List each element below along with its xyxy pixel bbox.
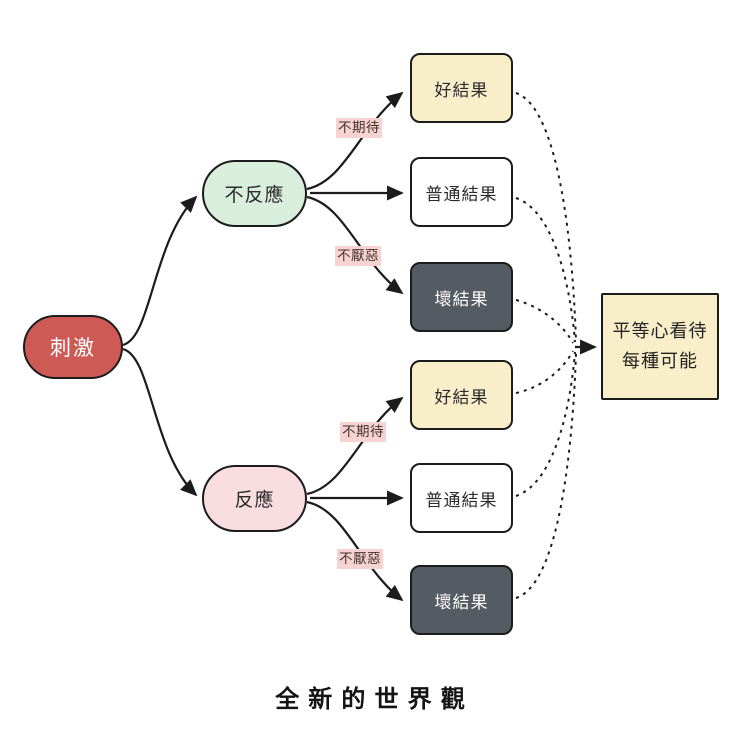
dashed-edge-good-top-to-conclusion [515,92,577,342]
node-normal-result-bottom: 普通結果 [410,463,513,533]
diagram-title: 全新的世界觀 [275,686,474,713]
node-good-result-top: 好結果 [410,53,513,123]
edge-no-reaction-to-good [306,91,404,191]
node-stimulus-label: 刺激 [50,337,96,360]
node-good-result-bottom: 好結果 [410,360,513,430]
node-normal-result-bottom-label: 普通結果 [425,490,498,510]
node-normal-result-top: 普通結果 [410,157,513,227]
node-conclusion: 平等心看待 每種可能 [601,293,719,400]
node-no-reaction-label: 不反應 [224,185,285,206]
edge-label-no-aversion-bottom: 不厭惡 [337,549,383,569]
node-bad-result-top-label: 壞結果 [434,289,489,309]
node-normal-result-top-label: 普通結果 [425,184,498,204]
edge-reaction-to-good [306,396,404,496]
node-bad-result-bottom-label: 壞結果 [434,592,489,612]
dashed-edge-bad-top-to-conclusion [515,299,574,344]
node-conclusion-line1: 平等心看待 [612,320,708,341]
node-reaction-label: 反應 [234,490,275,511]
dashed-edge-normal-bottom-to-conclusion [515,351,576,497]
node-reaction: 反應 [202,465,307,532]
dashed-edge-normal-top-to-conclusion [515,197,576,343]
edge-label-no-expect-top: 不期待 [336,118,382,138]
edge-reaction-to-bad [306,500,404,602]
edge-label-no-expect-bottom: 不期待 [340,422,386,442]
node-good-result-top-label: 好結果 [434,80,489,100]
node-stimulus: 刺激 [23,315,123,379]
edge-label-no-aversion-top: 不厭惡 [335,246,381,266]
node-conclusion-line2: 每種可能 [622,350,698,371]
edge-stimulus-to-no-reaction [122,195,198,347]
dashed-edge-good-bottom-to-conclusion [515,350,574,394]
node-bad-result-bottom: 壞結果 [410,565,513,635]
edge-stimulus-to-reaction [122,347,198,497]
edge-no-reaction-to-bad [306,195,404,295]
node-bad-result-top: 壞結果 [410,262,513,332]
node-good-result-bottom-label: 好結果 [434,387,489,407]
node-no-reaction: 不反應 [202,160,307,227]
